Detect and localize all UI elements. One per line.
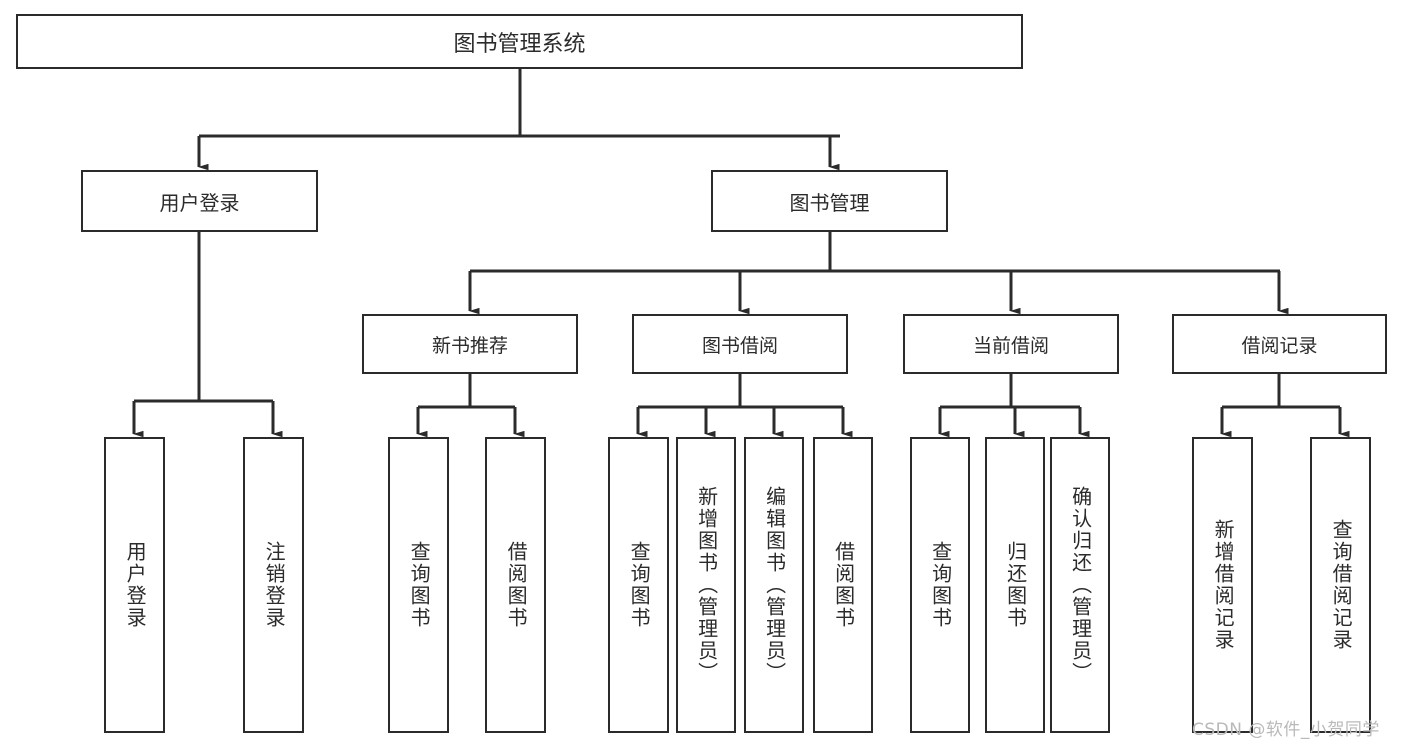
leaf-query-book-new[interactable]: 查询图书 xyxy=(388,437,449,733)
leaf-edit-book-admin-label: 编辑图书（管理员） xyxy=(762,486,787,684)
leaf-query-book-current-label: 查询图书 xyxy=(928,541,953,629)
leaf-add-borrow-record-label: 新增借阅记录 xyxy=(1211,519,1236,651)
leaf-user-login-label: 用户登录 xyxy=(123,541,148,629)
node-root[interactable]: 图书管理系统 xyxy=(16,14,1023,69)
leaf-add-borrow-record[interactable]: 新增借阅记录 xyxy=(1192,437,1253,733)
node-borrow-records-label: 借阅记录 xyxy=(1241,334,1318,357)
leaf-borrow-book[interactable]: 借阅图书 xyxy=(813,437,873,733)
csdn-watermark: CSDN @软件_小贺同学 xyxy=(1192,720,1380,740)
leaf-add-book-admin[interactable]: 新增图书（管理员） xyxy=(676,437,736,733)
leaf-add-book-admin-label: 新增图书（管理员） xyxy=(694,486,719,684)
leaf-query-borrow-record-label: 查询借阅记录 xyxy=(1329,519,1354,651)
node-current-borrow-label: 当前借阅 xyxy=(972,334,1049,357)
leaf-query-book-new-label: 查询图书 xyxy=(407,541,432,629)
node-book-management-label: 图书管理 xyxy=(789,190,870,215)
leaf-return-book[interactable]: 归还图书 xyxy=(985,437,1045,733)
node-book-borrow[interactable]: 图书借阅 xyxy=(632,314,848,374)
leaf-edit-book-admin[interactable]: 编辑图书（管理员） xyxy=(744,437,804,733)
leaf-query-book-current[interactable]: 查询图书 xyxy=(910,437,970,733)
node-user-login[interactable]: 用户登录 xyxy=(81,170,318,232)
node-borrow-records[interactable]: 借阅记录 xyxy=(1172,314,1387,374)
node-root-label: 图书管理系统 xyxy=(453,31,586,57)
leaf-confirm-return-admin-label: 确认归还（管理员） xyxy=(1068,486,1093,684)
node-user-login-label: 用户登录 xyxy=(159,190,240,215)
node-new-book-recommend-label: 新书推荐 xyxy=(431,334,508,357)
leaf-borrow-book-new-label: 借阅图书 xyxy=(504,541,529,629)
node-book-borrow-label: 图书借阅 xyxy=(701,334,778,357)
leaf-confirm-return-admin[interactable]: 确认归还（管理员） xyxy=(1050,437,1110,733)
leaf-borrow-book-label: 借阅图书 xyxy=(831,541,856,629)
leaf-return-book-label: 归还图书 xyxy=(1003,541,1028,629)
node-new-book-recommend[interactable]: 新书推荐 xyxy=(362,314,578,374)
leaf-logout-label: 注销登录 xyxy=(262,541,287,629)
node-book-management[interactable]: 图书管理 xyxy=(711,170,948,232)
leaf-query-book-label: 查询图书 xyxy=(627,541,652,629)
leaf-logout[interactable]: 注销登录 xyxy=(243,437,304,733)
leaf-query-borrow-record[interactable]: 查询借阅记录 xyxy=(1310,437,1371,733)
leaf-user-login[interactable]: 用户登录 xyxy=(104,437,165,733)
node-current-borrow[interactable]: 当前借阅 xyxy=(903,314,1119,374)
leaf-borrow-book-new[interactable]: 借阅图书 xyxy=(485,437,546,733)
leaf-query-book[interactable]: 查询图书 xyxy=(608,437,669,733)
